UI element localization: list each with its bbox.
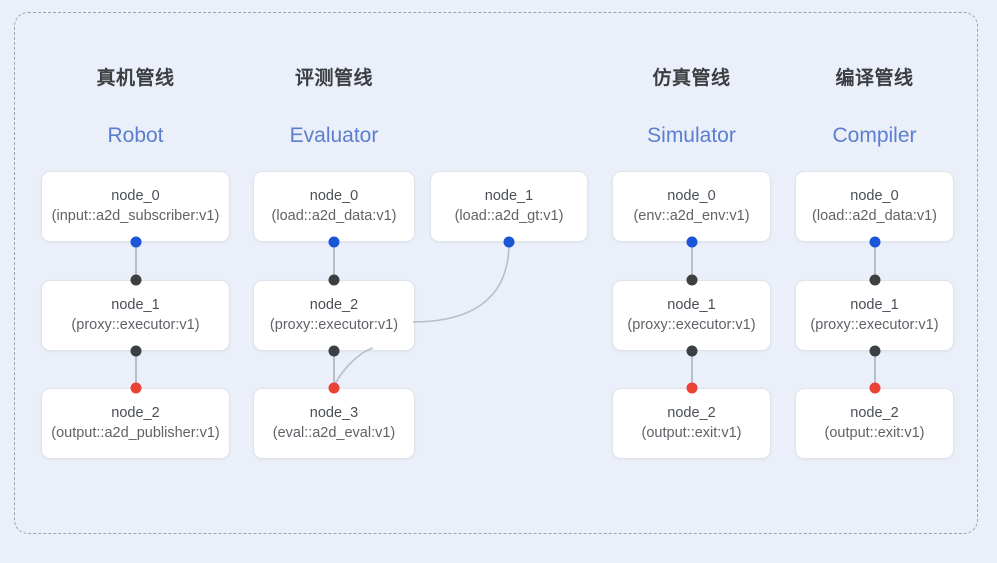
column-title-en: Evaluator: [289, 124, 379, 147]
node-port-input-red[interactable]: [869, 382, 880, 394]
node-name: node_2: [309, 297, 359, 313]
node-port-output-dark[interactable]: [328, 345, 340, 357]
node-box[interactable]: node_1(proxy::executor:v1): [795, 280, 954, 351]
node-spec: (env::a2d_env:v1): [633, 208, 750, 224]
node-box[interactable]: node_0(load::a2d_data:v1): [795, 171, 954, 242]
node-connector-line: [873, 242, 876, 280]
node-spec: (input::a2d_subscriber:v1): [51, 208, 220, 224]
node-box[interactable]: node_1(proxy::executor:v1): [41, 280, 230, 351]
node-box[interactable]: node_0(input::a2d_subscriber:v1): [41, 171, 230, 242]
node-port-output-dark[interactable]: [869, 345, 880, 357]
node-spec: (output::a2d_publisher:v1): [51, 425, 220, 441]
node-spec: (load::a2d_gt:v1): [454, 208, 564, 224]
node-connector-line: [690, 242, 693, 280]
node-name: node_1: [111, 297, 160, 313]
node-spec: (proxy::executor:v1): [269, 317, 399, 333]
column-title-cn: 真机管线: [96, 68, 175, 89]
node-port-output-dark[interactable]: [686, 345, 697, 357]
node-connector-line: [873, 351, 876, 388]
node-box[interactable]: node_1(load::a2d_gt:v1): [430, 171, 588, 242]
node-connector-line: [134, 242, 137, 280]
node-port-input-red[interactable]: [328, 382, 340, 394]
node-port-input-dark[interactable]: [130, 274, 141, 286]
node-spec: (load::a2d_data:v1): [271, 208, 397, 224]
node-connector-line: [333, 242, 335, 280]
node-port-input-dark[interactable]: [869, 274, 880, 286]
node-box[interactable]: node_2(output::exit:v1): [795, 388, 954, 459]
node-name: node_2: [111, 405, 160, 421]
node-port-output-blue[interactable]: [328, 236, 340, 248]
node-name: node_1: [484, 188, 534, 204]
node-box[interactable]: node_0(load::a2d_data:v1): [253, 171, 415, 242]
node-name: node_2: [667, 405, 716, 421]
node-box[interactable]: node_2(output::a2d_publisher:v1): [41, 388, 230, 459]
column-title-en: Compiler: [832, 124, 917, 147]
node-spec: (output::exit:v1): [824, 425, 925, 441]
column-title-cn: 评测管线: [294, 68, 373, 89]
node-connector-line: [690, 351, 693, 388]
node-spec: (proxy::executor:v1): [810, 317, 939, 333]
node-name: node_0: [850, 188, 899, 204]
node-port-output-blue[interactable]: [503, 236, 515, 248]
node-port-input-red[interactable]: [130, 382, 141, 394]
node-name: node_0: [309, 188, 359, 204]
node-box[interactable]: node_2(output::exit:v1): [612, 388, 771, 459]
node-port-output-blue[interactable]: [130, 236, 141, 248]
node-spec: (load::a2d_data:v1): [812, 208, 937, 224]
node-port-input-red[interactable]: [686, 382, 697, 394]
node-box[interactable]: node_0(env::a2d_env:v1): [612, 171, 771, 242]
column-title-en: Robot: [107, 124, 164, 147]
node-box[interactable]: node_2(proxy::executor:v1): [253, 280, 415, 351]
node-spec: (proxy::executor:v1): [71, 317, 200, 333]
node-name: node_1: [850, 297, 899, 313]
node-port-input-dark[interactable]: [328, 274, 340, 286]
node-port-output-dark[interactable]: [130, 345, 141, 357]
node-port-output-blue[interactable]: [686, 236, 697, 248]
node-port-input-dark[interactable]: [686, 274, 697, 286]
node-port-output-blue[interactable]: [869, 236, 880, 248]
column-title-cn: 仿真管线: [652, 68, 731, 89]
node-box[interactable]: node_1(proxy::executor:v1): [612, 280, 771, 351]
node-name: node_1: [667, 297, 716, 313]
node-spec: (output::exit:v1): [641, 425, 742, 441]
node-name: node_2: [850, 405, 899, 421]
node-spec: (proxy::executor:v1): [627, 317, 756, 333]
column-title-cn: 编译管线: [835, 68, 914, 89]
node-name: node_3: [309, 405, 359, 421]
node-spec: (eval::a2d_eval:v1): [272, 425, 396, 441]
node-name: node_0: [111, 188, 160, 204]
node-name: node_0: [667, 188, 716, 204]
node-connector-line: [134, 351, 137, 388]
column-title-en: Simulator: [647, 124, 736, 147]
node-box[interactable]: node_3(eval::a2d_eval:v1): [253, 388, 415, 459]
